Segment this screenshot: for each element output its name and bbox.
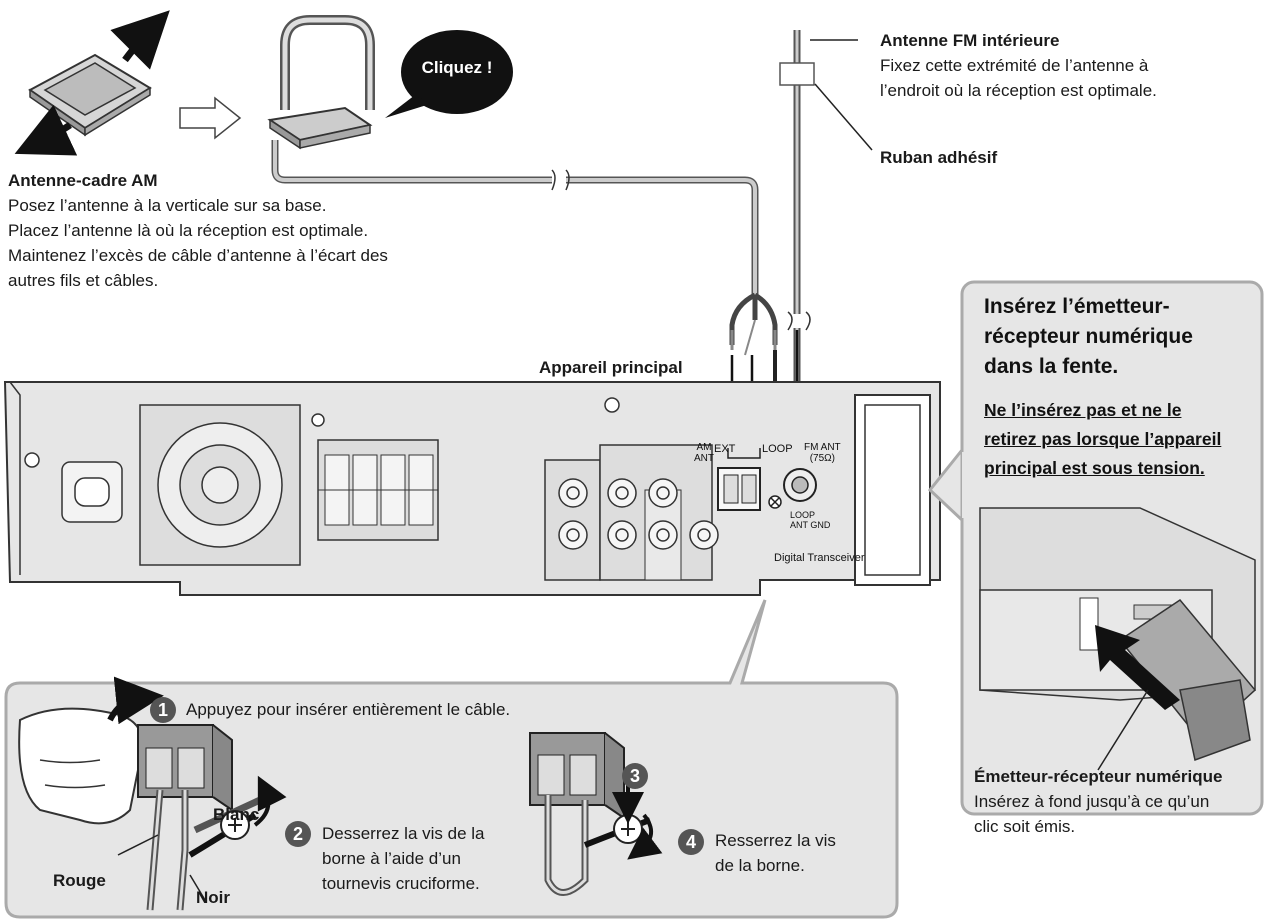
am-cable	[271, 140, 778, 400]
step-2-line: Desserrez la vis de la	[322, 824, 485, 843]
am-ant-label: AM ANT	[694, 442, 714, 464]
right-panel-heading-line: Insérez l’émetteur-	[984, 295, 1170, 318]
main-unit-rear-panel	[3, 381, 941, 596]
transceiver-caption-line: clic soit émis.	[974, 817, 1076, 836]
step-4-text: Resserrez la vis de la borne.	[715, 828, 836, 878]
am-loop-antenna-flat-icon	[14, 10, 170, 156]
step-2-line: tournevis cruciforme.	[322, 874, 480, 893]
right-panel-heading-line: dans la fente.	[984, 355, 1119, 378]
main-unit-label: Appareil principal	[539, 358, 683, 377]
am-ant-label-line: AM	[696, 442, 712, 453]
step-number-1: 1	[150, 697, 176, 723]
loop-gnd-label-line: ANT GND	[790, 520, 831, 530]
step-2-line: borne à l’aide d’un	[322, 849, 461, 868]
right-panel-warning: Ne l’insérez pas et ne le retirez pas lo…	[984, 396, 1221, 483]
click-bubble: Cliquez !	[421, 58, 493, 77]
fm-antenna-caption: Antenne FM intérieure Fixez cette extrém…	[880, 28, 1157, 103]
fm-ant-label-line: FM ANT	[804, 442, 841, 453]
step-number-2: 2	[285, 821, 311, 847]
ext-label: EXT	[714, 443, 736, 455]
am-ant-label-line: ANT	[694, 453, 714, 464]
step-number-3: 3	[622, 763, 648, 789]
right-panel-warning-line: Ne l’insérez pas et ne le	[984, 400, 1182, 420]
step-4-line: Resserrez la vis	[715, 831, 836, 850]
fm-antenna-line: Fixez cette extrémité de l’antenne à	[880, 56, 1149, 75]
tape-label: Ruban adhésif	[880, 148, 998, 167]
wire-label-red: Rouge	[53, 871, 106, 890]
am-antenna-line: Posez l’antenne à la verticale sur sa ba…	[8, 196, 327, 215]
am-antenna-line: Maintenez l’excès de câble d’antenne à l…	[8, 246, 388, 265]
am-antenna-caption: Antenne-cadre AM Posez l’antenne à la ve…	[8, 168, 388, 293]
right-panel-heading-line: récepteur numérique	[984, 325, 1193, 348]
transceiver-caption: Émetteur-récepteur numérique Insérez à f…	[974, 764, 1222, 839]
fm-ant-label-line: (75Ω)	[809, 453, 835, 464]
loop-gnd-label-line: LOOP	[790, 510, 816, 520]
bottom-callout-panel	[4, 599, 899, 919]
am-antenna-title: Antenne-cadre AM	[8, 171, 158, 190]
step-4-line: de la borne.	[715, 856, 805, 875]
transceiver-caption-line: Insérez à fond jusqu’à ce qu’un	[974, 792, 1210, 811]
step-1-text: Appuyez pour insérer entièrement le câbl…	[186, 700, 511, 719]
hollow-arrow-icon	[179, 96, 242, 140]
right-panel-warning-line: principal est sous tension.	[984, 458, 1205, 478]
am-loop-antenna-standing-icon	[267, 15, 513, 150]
loop-gnd-label: LOOP ANT GND	[790, 510, 830, 530]
loop-label: LOOP	[762, 443, 793, 455]
slot-label: Digital Transceiver	[774, 552, 865, 564]
wire-label-black: Noir	[196, 888, 230, 907]
transceiver-caption-title: Émetteur-récepteur numérique	[974, 767, 1223, 786]
am-antenna-line: autres fils et câbles.	[8, 271, 159, 290]
fm-antenna-title: Antenne FM intérieure	[880, 31, 1060, 50]
step-2-text: Desserrez la vis de la borne à l’aide d’…	[322, 821, 485, 896]
step-number-4: 4	[678, 829, 704, 855]
am-antenna-line: Placez l’antenne là où la réception est …	[8, 221, 369, 240]
fm-ant-label: FM ANT (75Ω)	[804, 442, 841, 464]
right-panel-heading: Insérez l’émetteur- récepteur numérique …	[984, 292, 1193, 382]
fm-antenna-line: l’endroit où la réception est optimale.	[880, 81, 1157, 100]
wire-label-white: Blanc	[213, 805, 260, 824]
right-panel-warning-line: retirez pas lorsque l’appareil	[984, 429, 1222, 449]
right-callout-panel	[927, 280, 1264, 816]
